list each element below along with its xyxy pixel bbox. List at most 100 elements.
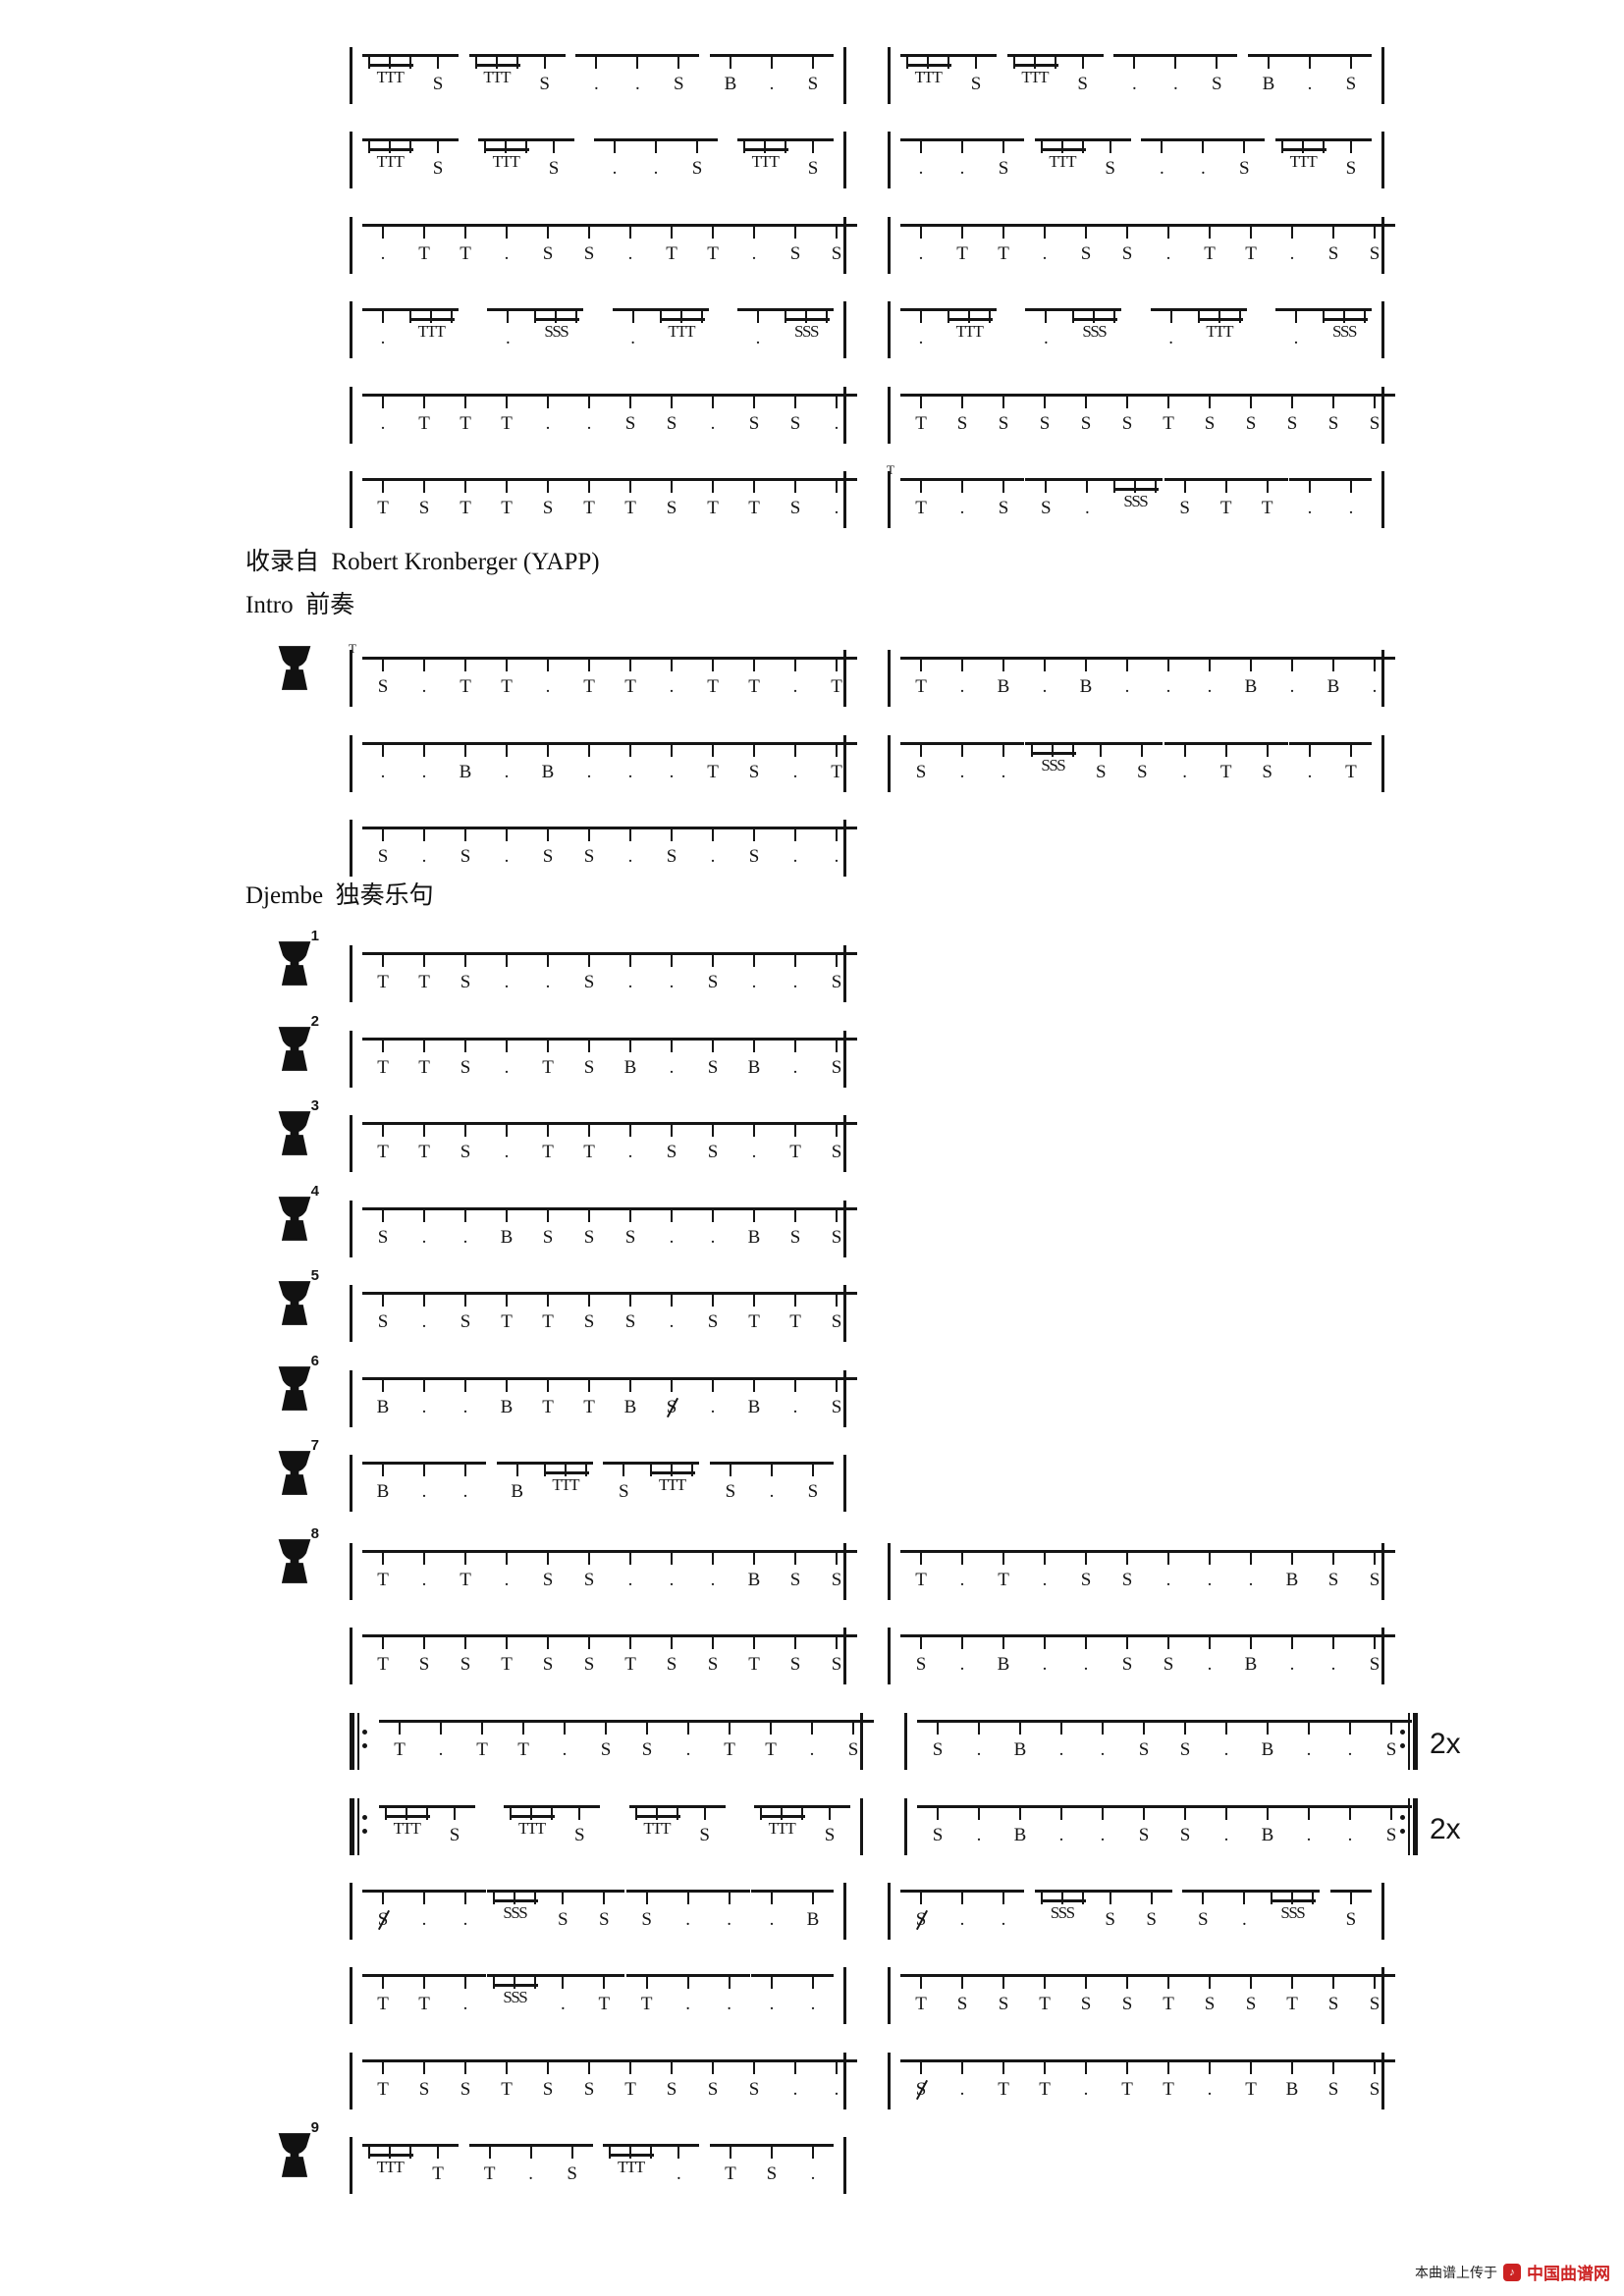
note-stem xyxy=(671,1465,674,1476)
note-stem xyxy=(382,397,384,408)
note-stem xyxy=(811,57,814,69)
note-rest: . xyxy=(834,498,839,518)
barline xyxy=(843,217,846,274)
note-stem xyxy=(629,2147,632,2159)
note-stem xyxy=(770,1893,773,1904)
note-stem xyxy=(1169,311,1172,323)
note-S: S xyxy=(1080,1994,1092,2014)
note-S: S xyxy=(1041,498,1052,518)
repeat-thin-line xyxy=(357,1713,359,1770)
note-T: T xyxy=(998,243,1009,264)
note-stem xyxy=(785,141,786,153)
note-stem xyxy=(1197,311,1200,323)
note-slot: S xyxy=(1107,1977,1148,2013)
note-S: S xyxy=(449,1825,460,1845)
note-slot: S xyxy=(651,829,692,866)
repeat-thick-line xyxy=(350,1713,354,1770)
cluster-stems xyxy=(534,311,578,325)
note-stem xyxy=(1002,141,1004,153)
note-slot: S xyxy=(362,829,404,866)
note-stem xyxy=(389,141,391,153)
barline xyxy=(888,2053,891,2109)
note-stem xyxy=(385,1808,387,1820)
note-T: T xyxy=(377,1654,389,1675)
note-T: T xyxy=(542,1142,554,1162)
barline xyxy=(350,1031,352,1088)
note-stem xyxy=(1085,660,1087,671)
note-stem xyxy=(506,745,508,757)
cluster-secondary-beam xyxy=(906,64,951,67)
note-B: B xyxy=(806,1909,820,1930)
repeat-thin-line xyxy=(1408,1798,1410,1855)
note-rest: . xyxy=(1289,676,1295,697)
note-stem xyxy=(1002,1637,1004,1649)
note-slot: T xyxy=(1148,397,1189,433)
beat-group: S.S xyxy=(362,827,486,866)
note-slot: S xyxy=(527,227,568,263)
note-S: S xyxy=(1212,74,1222,94)
note-stem xyxy=(753,1041,755,1052)
note-stem xyxy=(1167,1977,1169,1989)
note-slot: . xyxy=(1065,2062,1107,2099)
note-stem xyxy=(1390,1723,1392,1735)
note-S: S xyxy=(1121,1570,1133,1590)
note-slot: . xyxy=(1189,660,1230,696)
note-stem xyxy=(389,2147,391,2159)
note-slot: S xyxy=(445,955,486,991)
beat-group: S.. xyxy=(900,742,1024,781)
note-slot: S xyxy=(809,1808,850,1844)
note-stem xyxy=(1250,227,1252,239)
note-stem xyxy=(464,1380,466,1392)
note-S: S xyxy=(624,413,636,434)
note-stem xyxy=(406,1808,407,1820)
djembe-icon: 2 xyxy=(277,1013,319,1073)
note-slot: B xyxy=(792,1893,834,1929)
note-stem xyxy=(534,1893,537,1904)
note-S: S xyxy=(583,846,595,867)
note-stem xyxy=(729,2147,731,2159)
note-slot: T xyxy=(568,481,610,517)
beat-group: S.B xyxy=(900,1634,1024,1674)
barline xyxy=(350,945,352,1002)
note-rest: . xyxy=(1307,498,1313,518)
note-slot: S xyxy=(651,1125,692,1161)
note-slot: T xyxy=(1230,227,1272,263)
note-stem xyxy=(603,1893,606,1904)
note-stem xyxy=(506,829,508,841)
note-rest: . xyxy=(976,1739,982,1760)
note-stem xyxy=(794,481,796,493)
cluster-stems xyxy=(759,1808,803,1822)
note-B: B xyxy=(1013,1825,1027,1845)
note-rest: . xyxy=(1200,158,1206,179)
note-stem xyxy=(1002,2062,1004,2074)
note-slot: B xyxy=(362,1465,404,1501)
note-stem xyxy=(770,1465,773,1476)
phrase-number: 9 xyxy=(310,2119,319,2136)
note-S: S xyxy=(460,1142,471,1162)
note-slot: . xyxy=(775,1380,816,1416)
note-stem xyxy=(1143,1723,1145,1735)
note-slot: . xyxy=(1148,660,1189,696)
note-slot: . xyxy=(1330,481,1372,517)
note-stem xyxy=(464,1295,466,1307)
note-slot: S xyxy=(1313,1553,1354,1589)
note-T: T xyxy=(1163,2079,1174,2100)
note-rest: . xyxy=(959,158,965,179)
note-stem xyxy=(671,1380,673,1392)
note-T: T xyxy=(1286,1994,1298,2014)
note-B: B xyxy=(541,762,555,782)
note-slot: S xyxy=(733,829,775,866)
note-stem xyxy=(506,227,508,239)
barline xyxy=(843,2137,846,2194)
note-stem xyxy=(484,141,486,153)
note-stem xyxy=(423,2062,425,2074)
note-stem xyxy=(961,227,963,239)
note-S: S xyxy=(432,74,444,94)
